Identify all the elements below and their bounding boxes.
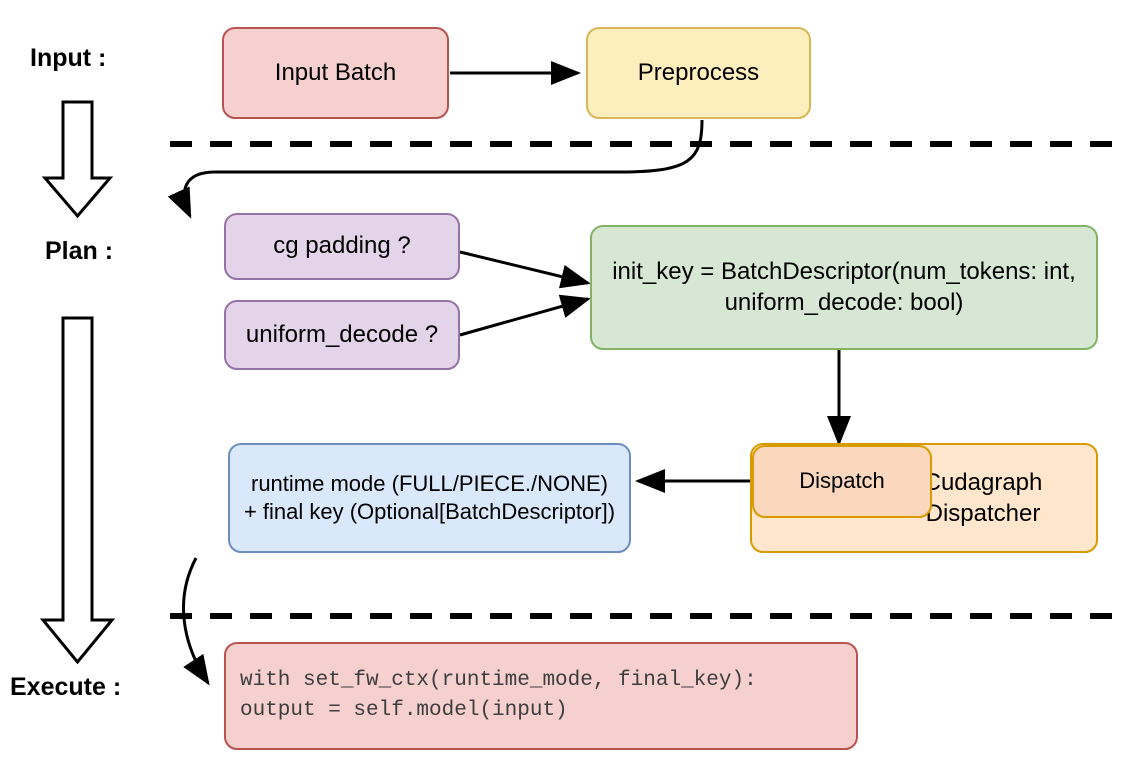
node-init-key-label: init_key = BatchDescriptor(num_tokens: i… [612,257,1076,316]
plan-to-execute-block-arrow [39,316,116,665]
preprocess-to-cg-padding [167,119,704,219]
node-cg-padding-label: cg padding ? [273,232,411,260]
node-cudagraph-dispatcher-label: Cudagraph Dispatcher [923,468,1043,527]
cg-padding-to-init-key [459,250,591,289]
node-preprocess[interactable]: Preprocess [586,27,811,119]
stage-label-input: Input : [30,44,107,72]
uniform-decode-to-init-key [459,294,591,337]
stage-label-plan: Plan : [45,237,114,265]
node-uniform-decode-label: uniform_decode ? [245,320,439,348]
node-uniform-decode[interactable]: uniform_decode ? [224,300,460,370]
node-runtime-mode[interactable]: runtime mode (FULL/PIECE./NONE) + final … [228,443,631,553]
node-input-batch[interactable]: Input Batch [222,27,449,119]
input-to-plan-block-arrow [41,100,114,219]
node-code-block-label: with set_fw_ctx(runtime_mode, final_key)… [240,668,757,722]
node-cg-padding[interactable]: cg padding ? [224,213,460,280]
node-preprocess-label: Preprocess [637,58,760,86]
node-init-key[interactable]: init_key = BatchDescriptor(num_tokens: i… [590,225,1098,350]
runtime-mode-to-code-block [182,557,210,686]
node-input-batch-label: Input Batch [274,58,397,86]
node-dispatch[interactable]: Dispatch [752,445,932,518]
node-code-block[interactable]: with set_fw_ctx(runtime_mode, final_key)… [224,642,858,750]
stage-label-execute: Execute : [10,673,122,701]
node-dispatch-label: Dispatch [799,468,885,494]
node-runtime-mode-label: runtime mode (FULL/PIECE./NONE) + final … [243,470,616,524]
